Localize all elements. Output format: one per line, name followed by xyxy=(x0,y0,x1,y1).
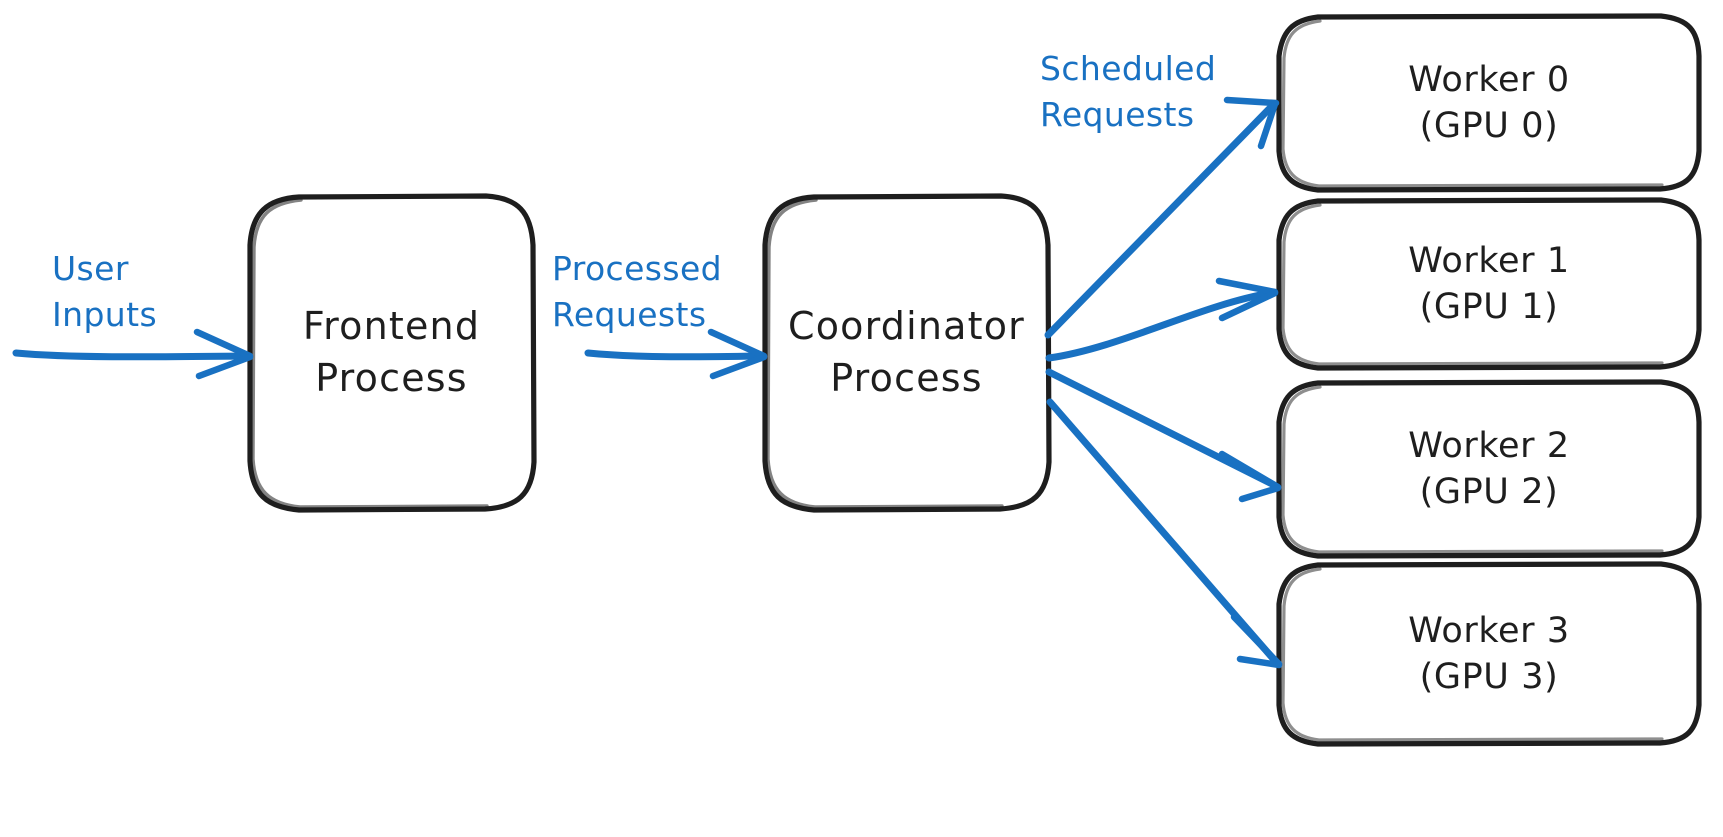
user-inputs-label: User Inputs xyxy=(52,246,202,337)
scheduled-requests-label: Scheduled Requests xyxy=(1040,46,1240,137)
arrow-coordinator-to-worker-0 xyxy=(1044,96,1280,339)
worker-0-box[interactable]: Worker 0 (GPU 0) xyxy=(1279,16,1699,190)
coordinator-process-label-line-2: Process xyxy=(830,355,983,400)
user-inputs-label-line-2: Inputs xyxy=(52,294,158,334)
coordinator-process-label-line-1: Coordinator xyxy=(787,304,1025,349)
processed-requests-label-line-2: Requests xyxy=(552,294,707,334)
worker-1-outline xyxy=(1276,197,1702,371)
worker-1-label-line-1: Worker 1 xyxy=(1408,240,1570,281)
worker-0-label-line-1: Worker 0 xyxy=(1408,59,1570,100)
arrow-frontend-to-coordinator xyxy=(584,328,768,380)
worker-1-box[interactable]: Worker 1 (GPU 1) xyxy=(1279,200,1699,368)
scheduled-requests-label-line-2: Requests xyxy=(1040,94,1195,134)
coordinator-process-outline-2 xyxy=(766,198,1004,509)
node-outlines xyxy=(247,13,1702,747)
arrow-user-inputs-to-frontend xyxy=(12,328,254,380)
worker-3-label-line-1: Worker 3 xyxy=(1408,610,1570,651)
worker-3-outline xyxy=(1276,561,1702,747)
frontend-process-outline-2 xyxy=(251,198,489,509)
frontend-process-box[interactable]: Frontend Process xyxy=(250,196,533,509)
worker-3-label-line-2: (GPU 3) xyxy=(1419,657,1559,697)
user-inputs-label-line-1: User xyxy=(52,249,129,288)
worker-0-label-line-2: (GPU 0) xyxy=(1419,106,1559,146)
worker-2-label-line-2: (GPU 2) xyxy=(1419,472,1559,512)
worker-0-outline-2 xyxy=(1281,19,1664,188)
worker-1-label-line-2: (GPU 1) xyxy=(1419,287,1559,327)
worker-3-outline-2 xyxy=(1281,567,1664,742)
processed-requests-label: Processed Requests xyxy=(552,246,752,337)
worker-2-outline xyxy=(1276,379,1702,559)
coordinator-process-box[interactable]: Coordinator Process xyxy=(765,196,1048,509)
arrow-coordinator-to-worker-2 xyxy=(1045,368,1282,503)
frontend-process-label-line-2: Process xyxy=(315,355,468,400)
worker-2-outline-2 xyxy=(1281,385,1664,554)
frontend-process-label-line-1: Frontend xyxy=(302,304,481,349)
frontend-process-outline xyxy=(247,193,537,513)
scheduled-requests-label-line-1: Scheduled xyxy=(1040,49,1217,88)
worker-2-label-line-1: Worker 2 xyxy=(1408,425,1570,466)
worker-0-outline xyxy=(1276,13,1702,193)
arrow-coordinator-to-worker-1 xyxy=(1045,277,1279,362)
worker-2-box[interactable]: Worker 2 (GPU 2) xyxy=(1279,382,1699,556)
arrow-coordinator-to-worker-3 xyxy=(1046,398,1283,669)
coordinator-process-outline xyxy=(762,193,1052,513)
flow-arrows xyxy=(12,96,1283,669)
processed-requests-label-line-1: Processed xyxy=(552,249,723,288)
worker-3-box[interactable]: Worker 3 (GPU 3) xyxy=(1279,564,1699,744)
worker-1-outline-2 xyxy=(1281,203,1664,366)
